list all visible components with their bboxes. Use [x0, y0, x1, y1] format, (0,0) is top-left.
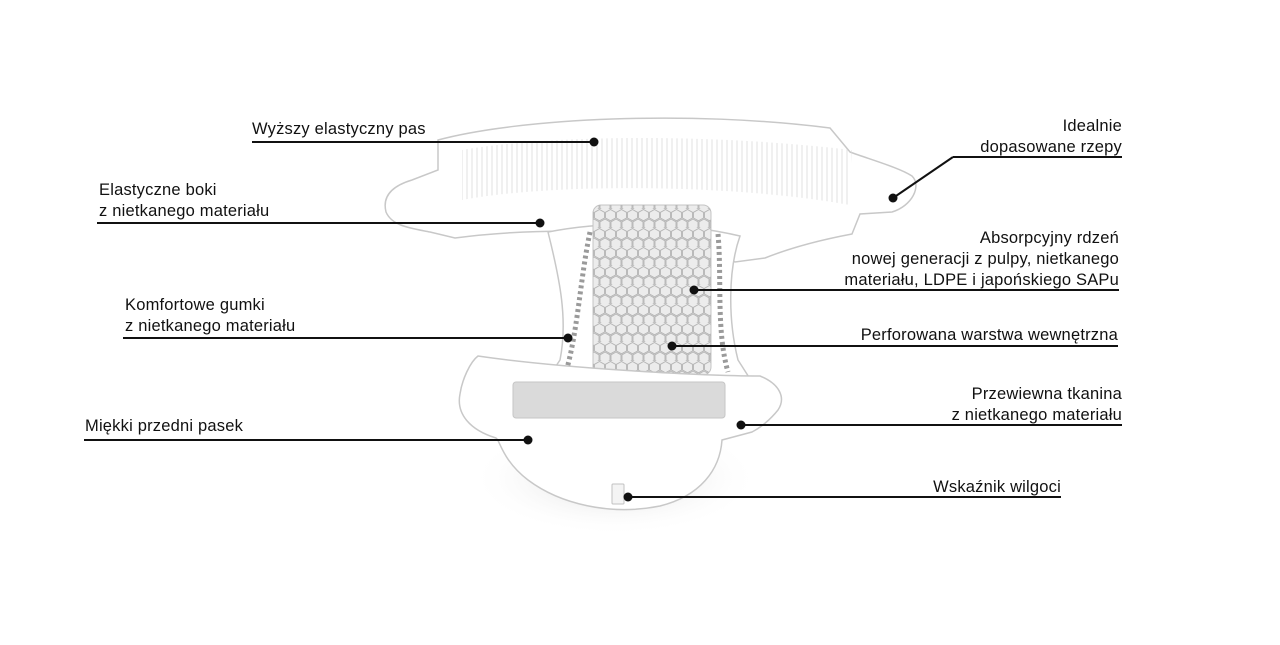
wetness-dot — [623, 492, 633, 502]
left-cuff — [563, 231, 593, 373]
label-wetness: Wskaźnik wilgoci — [933, 478, 1061, 496]
leader-lines — [84, 137, 1122, 502]
label-sides: Elastyczne boki z nietkanego materiału — [99, 181, 270, 220]
sides-dot — [535, 218, 545, 228]
front-strip — [512, 381, 726, 419]
label-front-strip: Miękki przedni pasek — [85, 417, 244, 435]
label-topsheet: Perforowana warstwa wewnętrzna — [860, 326, 1118, 344]
tapes-dot — [888, 193, 898, 203]
backsheet-dot — [736, 420, 746, 430]
front-strip-dot — [523, 435, 533, 445]
label-backsheet: Przewiewna tkanina z nietkanego materiał… — [951, 385, 1122, 424]
cuffs-dot — [563, 333, 573, 343]
topsheet-dot — [667, 341, 677, 351]
label-tapes: Idealnie dopasowane rzepy — [980, 117, 1122, 156]
waistband-texture — [462, 137, 852, 205]
wetness-indicator — [611, 483, 625, 505]
core-dot — [689, 285, 699, 295]
waistband-dot — [589, 137, 599, 147]
label-waistband: Wyższy elastyczny pas — [252, 120, 426, 138]
tapes-line-d — [892, 156, 954, 199]
label-core: Absorpcyjny rdzeń nowej generacji z pulp… — [844, 229, 1119, 289]
label-cuffs: Komfortowe gumki z nietkanego materiału — [125, 296, 296, 335]
